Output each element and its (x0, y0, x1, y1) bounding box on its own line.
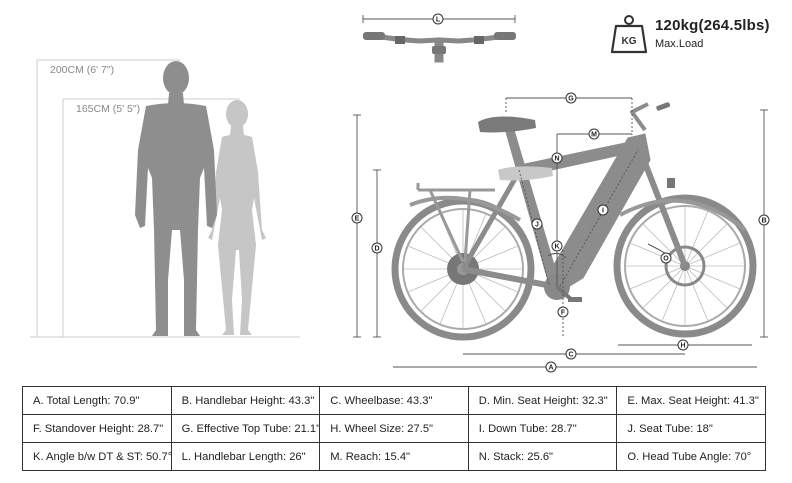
marker-N: N (551, 152, 563, 164)
weight-icon-text: KG (622, 36, 637, 47)
spec-cell: G. Effective Top Tube: 21.1" (170, 414, 321, 443)
svg-text:J: J (535, 222, 539, 229)
spec-cell: N. Stack: 25.6" (467, 442, 618, 471)
angle-arc-K (547, 252, 567, 259)
headlight (667, 178, 675, 188)
marker-M: M (588, 128, 600, 140)
spec-cell: L. Handlebar Length: 26" (170, 442, 321, 471)
spec-cell: C. Wheelbase: 43.3" (319, 386, 469, 415)
man-silhouette (135, 61, 217, 336)
seat-stay (460, 168, 523, 271)
spec-cell: F. Standover Height: 28.7" (22, 414, 172, 443)
spec-table: A. Total Length: 70.9" B. Handlebar Heig… (22, 386, 766, 471)
marker-D: D (371, 242, 383, 254)
svg-text:D: D (374, 246, 379, 253)
marker-I: I (597, 204, 609, 216)
spec-cell: O. Head Tube Angle: 70° (616, 442, 766, 471)
height-label-200cm: 200CM (6' 7") (50, 64, 115, 76)
svg-text:K: K (554, 244, 559, 251)
front-fender (619, 198, 747, 232)
svg-text:N: N (554, 156, 559, 163)
svg-text:B: B (761, 218, 766, 225)
max-load-value: 120kg(264.5lbs) (655, 17, 770, 34)
spec-cell: H. Wheel Size: 27.5" (319, 414, 469, 443)
grip (656, 102, 671, 111)
table-row: K. Angle b/w DT & ST: 50.7° L. Handlebar… (22, 442, 766, 471)
spec-cell: J. Seat Tube: 18" (616, 414, 766, 443)
rear-rack (416, 183, 495, 263)
spec-cell: K. Angle b/w DT & ST: 50.7° (22, 442, 172, 471)
pedal (568, 297, 582, 302)
spec-cell: A. Total Length: 70.9" (22, 386, 172, 415)
rear-tire (391, 197, 535, 341)
height-label-165cm: 165CM (5' 5") (76, 103, 141, 115)
svg-text:L: L (436, 17, 441, 24)
stem-handlebar (630, 102, 649, 132)
svg-text:F: F (561, 310, 566, 317)
height-reference-lines (30, 59, 300, 338)
spec-cell: I. Down Tube: 28.7" (467, 414, 618, 443)
svg-text:O: O (663, 256, 669, 263)
marker-B: B (758, 214, 770, 226)
spec-cell: M. Reach: 15.4" (319, 442, 469, 471)
svg-text:M: M (591, 132, 597, 139)
marker-C: C (565, 348, 577, 360)
chain-stay (462, 266, 553, 289)
front-tire (613, 194, 757, 338)
marker-O: O (660, 252, 672, 264)
dimension-markers: L G M N E D B I J K O F H C A (351, 13, 770, 373)
spec-cell: E. Max. Seat Height: 41.3" (616, 386, 766, 415)
disc-brake (664, 245, 706, 287)
svg-text:G: G (568, 96, 574, 103)
spec-cell: B. Handlebar Height: 43.3" (170, 386, 321, 415)
marker-J: J (531, 218, 543, 230)
marker-G: G (565, 92, 577, 104)
marker-A: A (545, 361, 557, 373)
marker-L: L (432, 13, 444, 25)
saddle-min (498, 166, 553, 181)
marker-E: E (351, 212, 363, 224)
rear-fender (409, 195, 522, 222)
svg-text:I: I (602, 208, 604, 215)
marker-H: H (677, 339, 689, 351)
bike-illustration (391, 102, 757, 341)
table-row: F. Standover Height: 28.7" G. Effective … (22, 414, 766, 443)
marker-F: F (557, 306, 569, 318)
spec-cell: D. Min. Seat Height: 32.3" (467, 386, 618, 415)
marker-K: K (551, 240, 563, 252)
handlebar-top-view (363, 32, 516, 63)
svg-text:E: E (355, 216, 360, 223)
saddle-max (478, 116, 536, 133)
max-load-label: Max.Load (655, 38, 704, 50)
svg-text:C: C (568, 352, 573, 359)
bike-geometry-diagram: KG (30, 13, 770, 373)
table-row: A. Total Length: 70.9" B. Handlebar Heig… (22, 386, 766, 415)
woman-silhouette (208, 100, 266, 335)
weight-icon: KG (610, 15, 648, 54)
svg-text:H: H (680, 343, 685, 350)
svg-text:A: A (548, 365, 553, 372)
fork (637, 148, 688, 268)
